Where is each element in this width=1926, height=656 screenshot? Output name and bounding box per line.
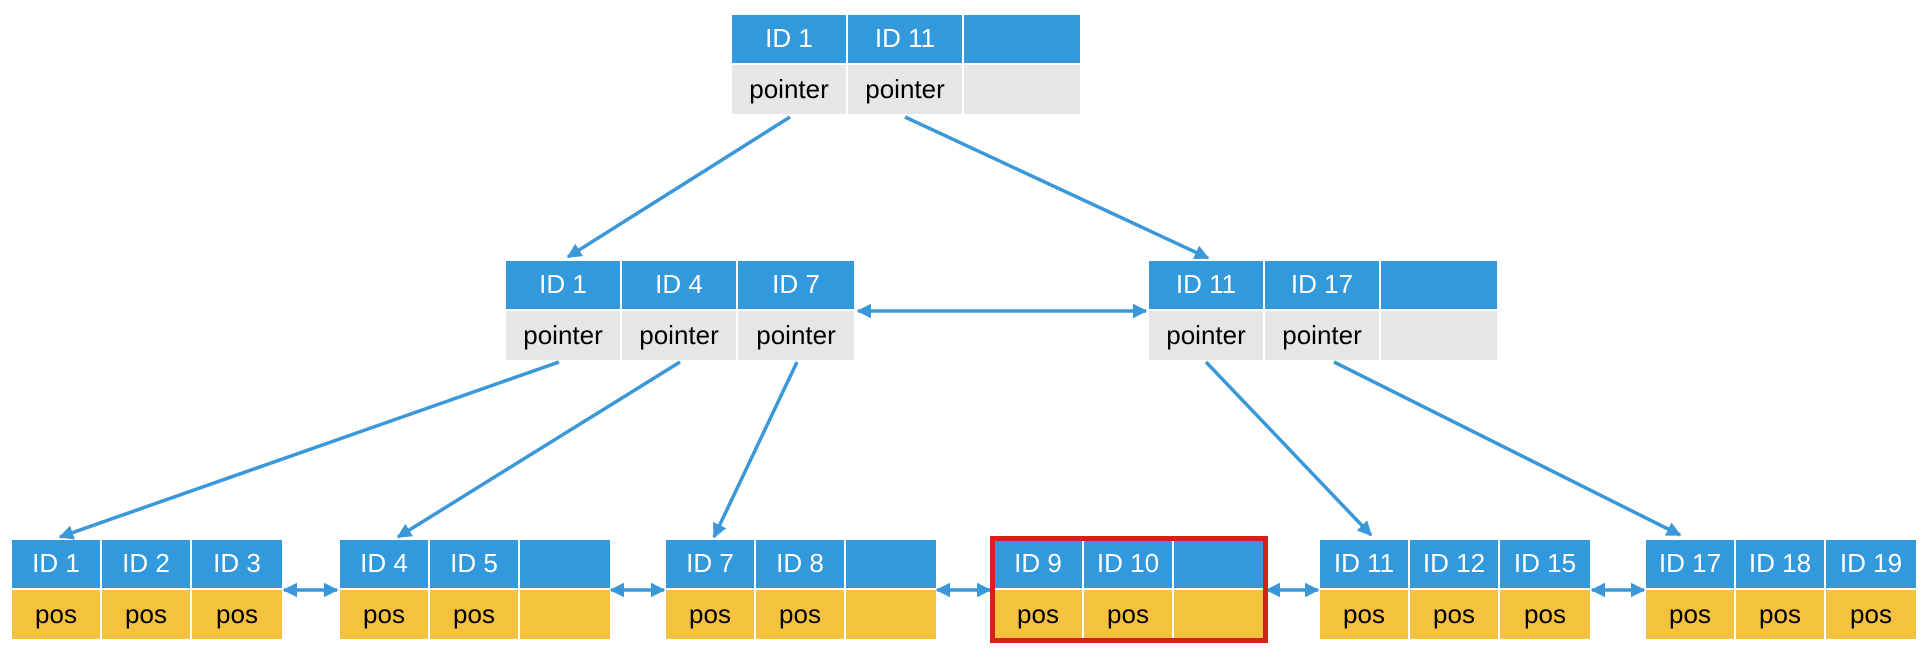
- leaf0-key-2: ID 3: [192, 540, 282, 590]
- edge-internal0-to-leaf-0: [58, 360, 560, 540]
- leaf5-key-0: ID 17: [1646, 540, 1736, 590]
- edge-internal0-to-leaf-1: [396, 360, 681, 539]
- edge-internal1-to-leaf-4: [1204, 360, 1373, 537]
- internal0-pointer-2: pointer: [738, 310, 854, 360]
- leaf3-pos-0: pos: [994, 589, 1084, 639]
- root-key-1: ID 11: [848, 15, 964, 65]
- leaf1-key-1: ID 5: [430, 540, 520, 590]
- root-pointer-1: pointer: [848, 64, 964, 114]
- edge-internal1-to-leaf-5: [1333, 360, 1682, 537]
- leaf2-key-2: [846, 540, 936, 590]
- root-node: ID 1 ID 11 pointer pointer: [732, 15, 1080, 114]
- leaf1-pos-0: pos: [340, 589, 430, 639]
- internal0-pointer-0: pointer: [506, 310, 622, 360]
- leaf0-key-0: ID 1: [12, 540, 102, 590]
- leaf5-pos-1: pos: [1736, 589, 1826, 639]
- leaf5-key-2: ID 19: [1826, 540, 1916, 590]
- leaf0-pos-0: pos: [12, 589, 102, 639]
- leaf0-pos-1: pos: [102, 589, 192, 639]
- internal0-pointer-1: pointer: [622, 310, 738, 360]
- leaf4-pos-1: pos: [1410, 589, 1500, 639]
- leaf3-pos-1: pos: [1084, 589, 1174, 639]
- root-key-0: ID 1: [732, 15, 848, 65]
- internal1-key-2: [1381, 261, 1497, 311]
- leaf5-pos-2: pos: [1826, 589, 1916, 639]
- leaf4-key-1: ID 12: [1410, 540, 1500, 590]
- leaf0-pos-2: pos: [192, 589, 282, 639]
- leaf3-key-0: ID 9: [994, 540, 1084, 590]
- leaf2-key-0: ID 7: [666, 540, 756, 590]
- internal1-key-0: ID 11: [1149, 261, 1265, 311]
- leaf-node-2: ID 7 ID 8 pos pos: [666, 540, 936, 639]
- leaf0-key-1: ID 2: [102, 540, 192, 590]
- leaf2-pos-1: pos: [756, 589, 846, 639]
- internal1-pointer-2: [1381, 310, 1497, 360]
- leaf4-pos-2: pos: [1500, 589, 1590, 639]
- edge-internal0-to-leaf-2: [712, 361, 799, 539]
- leaf3-key-2: [1174, 540, 1264, 590]
- highlighted-leaf-frame: [990, 536, 1268, 643]
- leaf2-pos-0: pos: [666, 589, 756, 639]
- leaf1-pos-2: [520, 589, 610, 639]
- root-pointer-0: pointer: [732, 64, 848, 114]
- leaf2-key-1: ID 8: [756, 540, 846, 590]
- leaf4-key-0: ID 11: [1320, 540, 1410, 590]
- root-key-2: [964, 15, 1080, 65]
- leaf-node-1: ID 4 ID 5 pos pos: [340, 540, 610, 639]
- internal0-key-2: ID 7: [738, 261, 854, 311]
- leaf4-pos-0: pos: [1320, 589, 1410, 639]
- edge-root-to-internal-0: [566, 115, 791, 259]
- internal-node-1: ID 11 ID 17 pointer pointer: [1149, 261, 1497, 360]
- internal-node-0: ID 1 ID 4 ID 7 pointer pointer pointer: [506, 261, 854, 360]
- internal1-pointer-0: pointer: [1149, 310, 1265, 360]
- leaf-node-3: ID 9 ID 10 pos pos: [994, 540, 1264, 639]
- leaf3-key-1: ID 10: [1084, 540, 1174, 590]
- leaf1-key-2: [520, 540, 610, 590]
- internal1-key-1: ID 17: [1265, 261, 1381, 311]
- leaf5-key-1: ID 18: [1736, 540, 1826, 590]
- root-pointer-2: [964, 64, 1080, 114]
- edge-root-to-internal-1: [904, 115, 1210, 260]
- leaf-node-0: ID 1 ID 2 ID 3 pos pos pos: [12, 540, 282, 639]
- internal0-key-0: ID 1: [506, 261, 622, 311]
- internal1-pointer-1: pointer: [1265, 310, 1381, 360]
- leaf5-pos-0: pos: [1646, 589, 1736, 639]
- internal0-key-1: ID 4: [622, 261, 738, 311]
- leaf3-pos-2: [1174, 589, 1264, 639]
- leaf2-pos-2: [846, 589, 936, 639]
- leaf1-key-0: ID 4: [340, 540, 430, 590]
- leaf-node-4: ID 11 ID 12 ID 15 pos pos pos: [1320, 540, 1590, 639]
- leaf-node-5: ID 17 ID 18 ID 19 pos pos pos: [1646, 540, 1916, 639]
- leaf4-key-2: ID 15: [1500, 540, 1590, 590]
- leaf1-pos-1: pos: [430, 589, 520, 639]
